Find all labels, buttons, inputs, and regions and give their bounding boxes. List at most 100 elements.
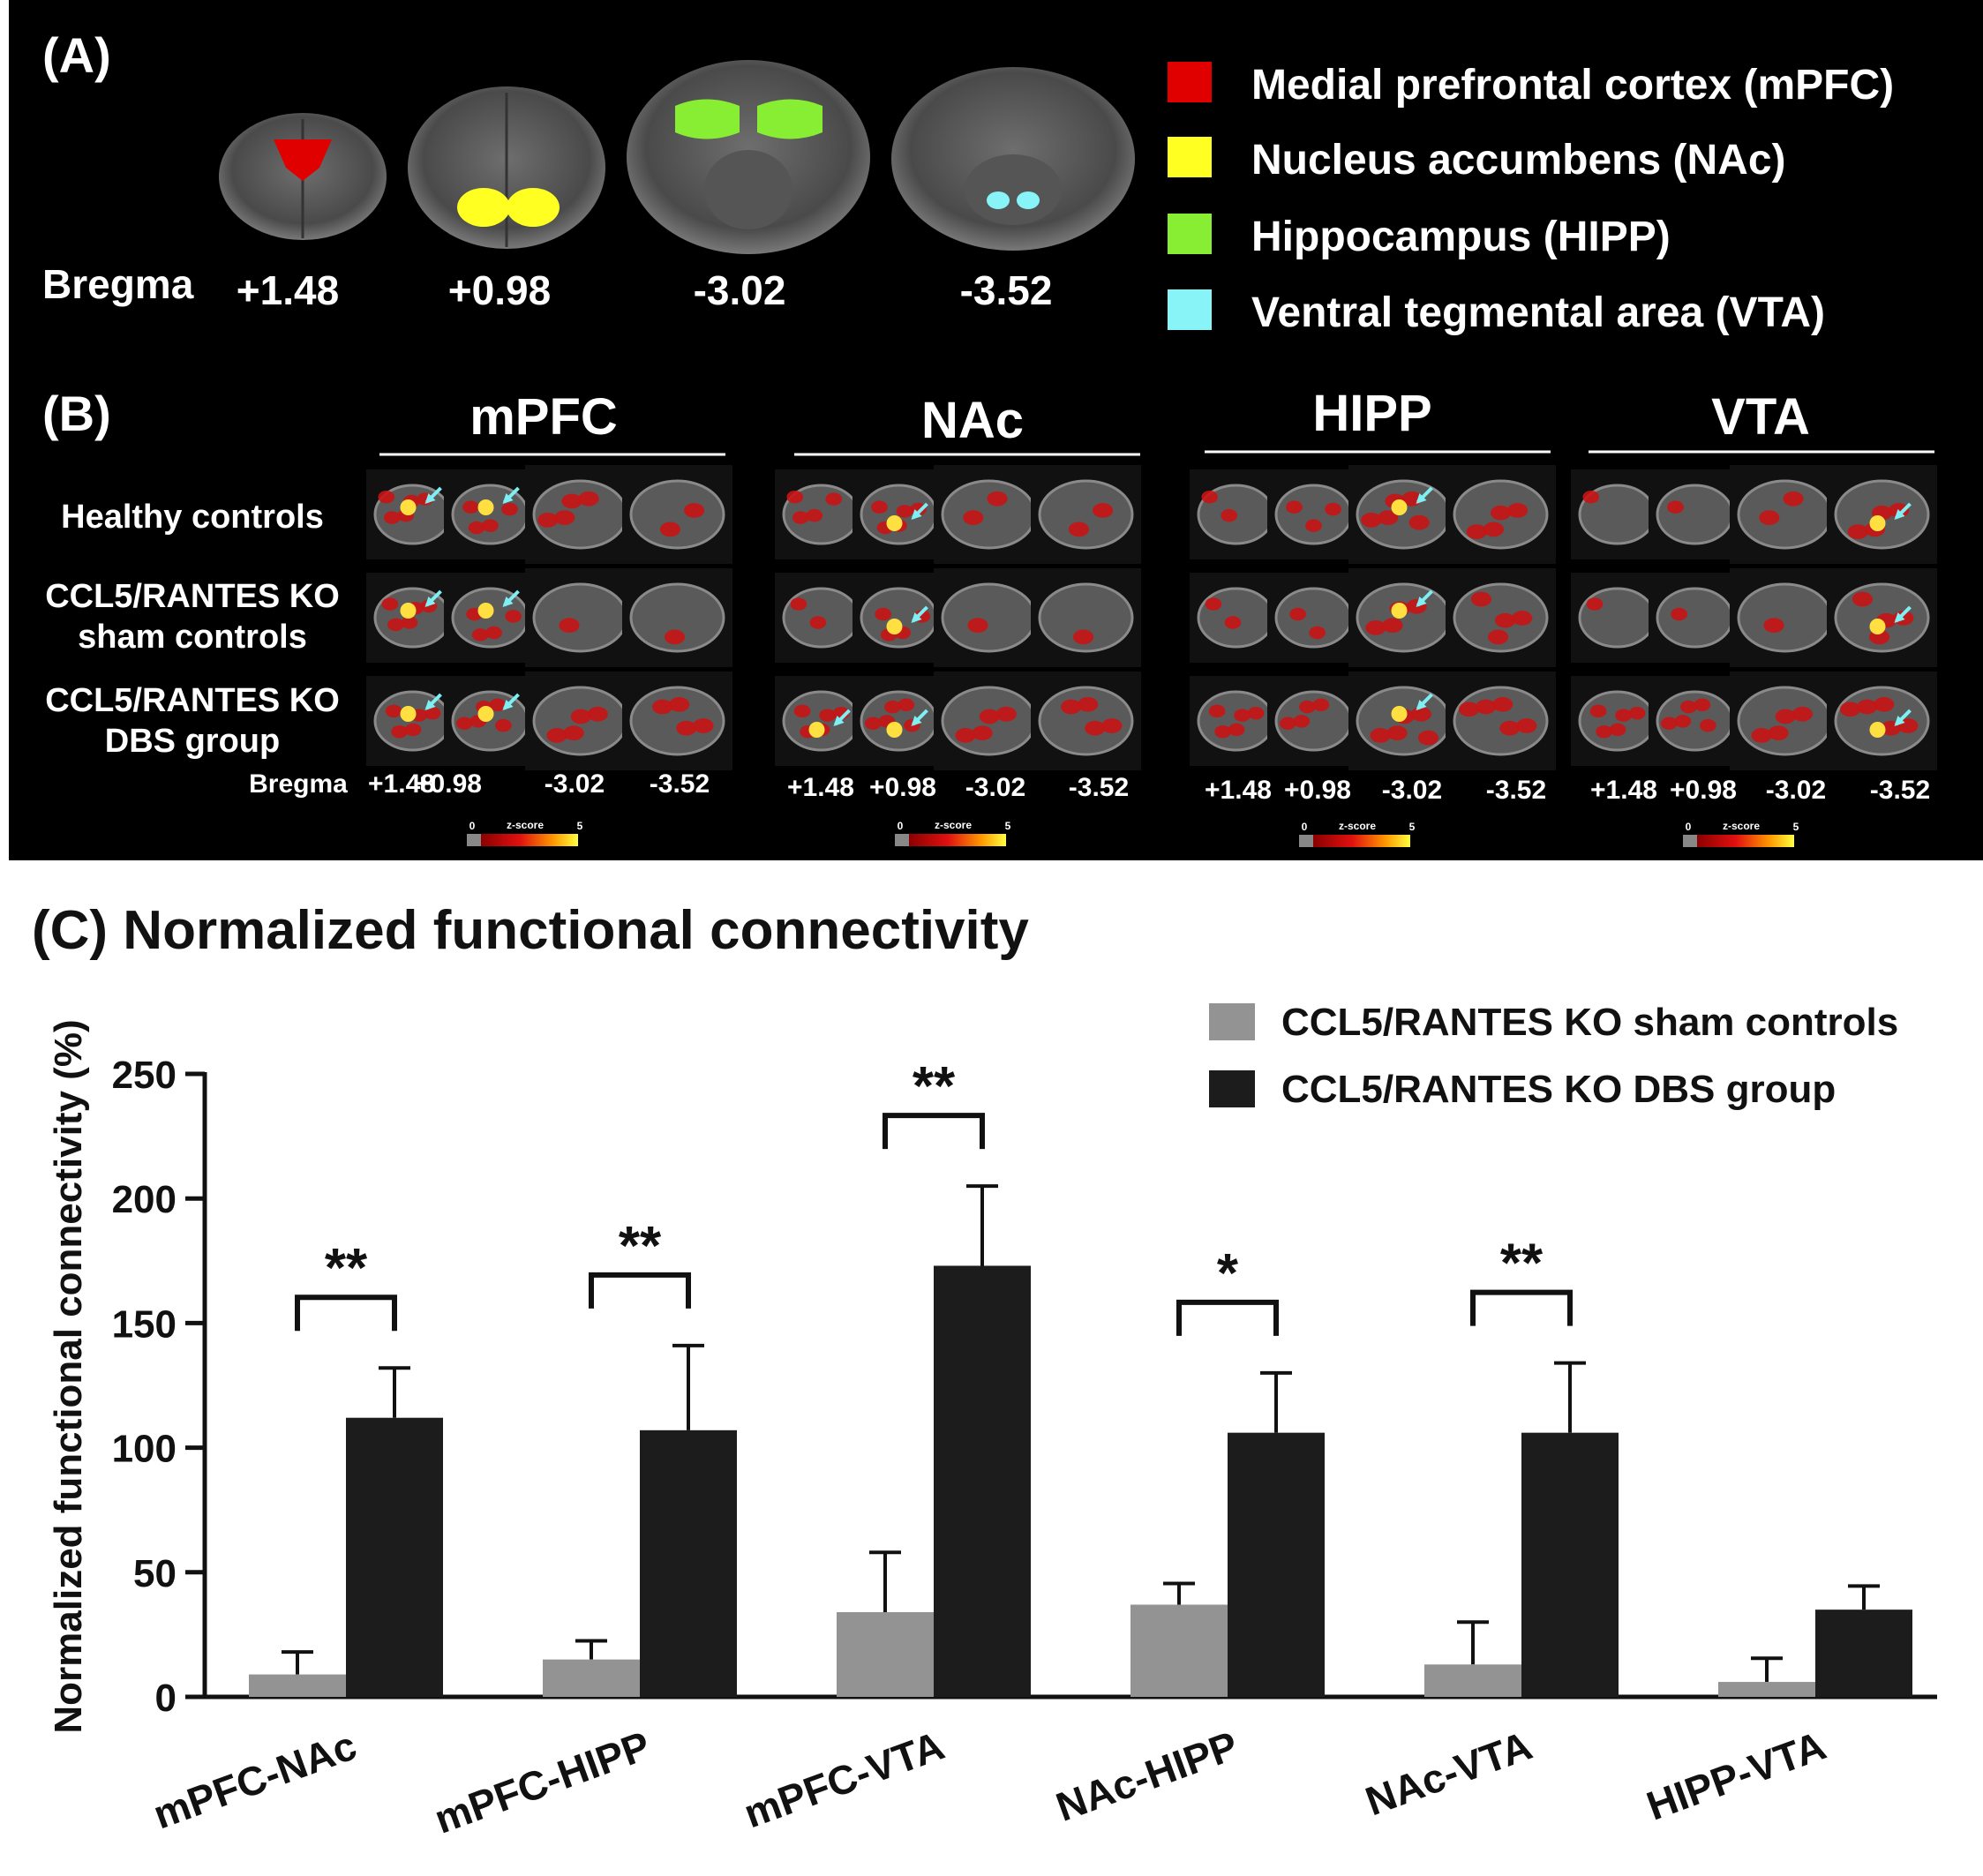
activation-blob	[1417, 730, 1438, 746]
legend-label-dbs: CCL5/RANTES KO DBS group	[1281, 1068, 1836, 1111]
activation-blob	[1325, 502, 1341, 516]
activation-blob	[1068, 522, 1089, 537]
activation-blob	[1763, 618, 1784, 634]
x-tick-label: NAc-HIPP	[1050, 1722, 1244, 1830]
row-label-dbs-line2: DBS group	[105, 723, 280, 760]
brain-slice	[782, 690, 860, 752]
activation-blob	[1674, 715, 1692, 728]
activation-blob	[1660, 717, 1678, 731]
hotspot	[477, 603, 494, 619]
activation-blob	[1628, 707, 1646, 720]
activation-blob	[1299, 700, 1316, 714]
activation-blob	[995, 706, 1017, 722]
brain-slice	[1656, 484, 1734, 545]
activation-blob	[1857, 699, 1878, 715]
activation-blob	[676, 720, 697, 736]
activation-blob	[537, 513, 559, 528]
activation-blob	[378, 490, 395, 504]
activation-blob	[1073, 629, 1094, 645]
panel-b-label: (B)	[42, 386, 111, 441]
activation-blob	[1499, 720, 1521, 736]
activation-blob	[1361, 513, 1382, 528]
colorbar-max: 5	[1793, 821, 1799, 833]
brain-slice	[1578, 587, 1656, 649]
activation-blob	[387, 618, 404, 632]
colorbar-zero	[1299, 835, 1313, 847]
panel-a-bregma-value: -3.02	[694, 267, 786, 313]
activation-blob	[871, 500, 888, 514]
activation-blob	[967, 618, 988, 634]
activation-blob	[659, 522, 680, 537]
y-tick-label: 150	[112, 1302, 177, 1346]
arrow-head-icon	[1416, 700, 1427, 710]
x-tick-label: mPFC-VTA	[738, 1722, 950, 1837]
hotspot	[1869, 515, 1886, 531]
x-tick-label: HIPP-VTA	[1641, 1722, 1831, 1829]
colorbar-zero	[895, 834, 909, 846]
activation-blob	[1370, 728, 1391, 743]
colorbar-zero	[467, 834, 481, 846]
activation-blob	[819, 709, 836, 722]
arrow-head-icon	[1894, 509, 1905, 520]
hotspot	[400, 706, 417, 722]
activation-blob	[1516, 718, 1537, 733]
brain-slice	[1038, 582, 1134, 653]
activation-blob	[1289, 607, 1306, 621]
atlas-brain-3	[627, 60, 870, 254]
activation-blob	[485, 626, 503, 640]
mpfc-region	[274, 139, 332, 181]
activation-blob	[563, 725, 584, 741]
activation-blob	[1208, 704, 1226, 718]
panel-a-bregma-value: -3.52	[960, 267, 1053, 313]
panel-b-bregma-value: -3.52	[1486, 776, 1546, 805]
activation-blob	[1382, 618, 1403, 634]
arrow-head-icon	[424, 700, 436, 710]
activation-blob	[1386, 725, 1408, 741]
bar-sham	[1130, 1604, 1228, 1697]
activation-blob	[1309, 626, 1326, 640]
significance-stars: **	[1500, 1234, 1544, 1294]
activation-blob	[1839, 702, 1861, 717]
connectivity-map-grid	[366, 465, 1937, 770]
activation-blob	[587, 706, 608, 722]
hotspot	[1391, 706, 1408, 722]
activation-blob	[561, 493, 582, 509]
panel-a-bregma-value: +1.48	[237, 267, 339, 313]
y-tick-label: 50	[133, 1552, 177, 1595]
significance-bracket	[1470, 1289, 1573, 1326]
activation-blob	[1874, 696, 1895, 712]
significance-bracket	[589, 1272, 691, 1309]
activation-blob	[570, 709, 591, 724]
activation-blob	[559, 618, 580, 634]
activation-blob	[1596, 725, 1612, 739]
activation-blob	[546, 728, 567, 743]
activation-blob	[1512, 611, 1533, 626]
panel-b-bregma-value: +0.98	[1284, 776, 1351, 805]
activation-blob	[1305, 519, 1322, 532]
activation-blob	[1791, 706, 1813, 722]
nac-region-right	[507, 188, 560, 227]
legend-text-vta: Ventral tegmental area (VTA)	[1251, 289, 1825, 336]
significance-stars: **	[913, 1056, 956, 1117]
legend-swatch-nac	[1168, 137, 1212, 177]
panel-b-bregma-value: -3.02	[545, 769, 605, 799]
activation-blob	[1365, 620, 1386, 635]
arrow-head-icon	[1416, 493, 1427, 504]
hotspot	[477, 499, 494, 515]
activation-blob	[401, 616, 418, 629]
activation-blob	[1483, 522, 1504, 537]
atlas-brain-4	[891, 67, 1135, 251]
legend-text-hipp: Hippocampus (HIPP)	[1251, 214, 1671, 260]
hipp-region-right	[757, 99, 822, 139]
activation-blob	[482, 519, 499, 532]
hotspot	[400, 499, 417, 515]
activation-blob	[578, 491, 599, 507]
colorbar	[1697, 835, 1794, 847]
activation-blob	[383, 511, 401, 524]
activation-blob	[1205, 597, 1222, 611]
activation-blob	[1667, 500, 1684, 514]
activation-blob	[684, 503, 705, 518]
colorbar	[1313, 835, 1410, 847]
legend-text-nac: Nucleus accumbens (NAc)	[1251, 137, 1786, 184]
